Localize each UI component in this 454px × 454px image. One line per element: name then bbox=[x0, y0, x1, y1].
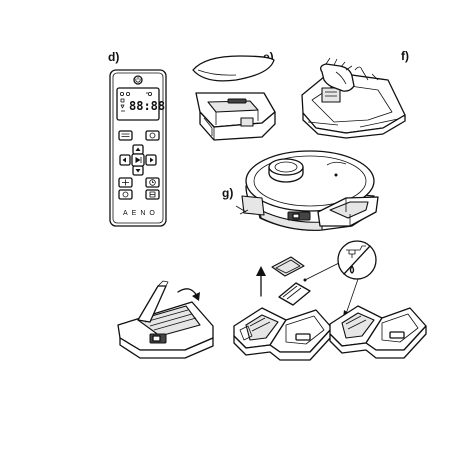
filter-removal bbox=[234, 257, 332, 360]
bin-filter-lid bbox=[118, 281, 213, 358]
hepa-filter bbox=[279, 283, 310, 305]
schedule-icon bbox=[146, 178, 159, 187]
side-wheel bbox=[242, 196, 264, 215]
label-f: f) bbox=[401, 49, 409, 63]
compartment bbox=[322, 88, 340, 102]
spot-clean-icon bbox=[146, 131, 159, 140]
no-water-icon bbox=[338, 241, 376, 279]
robot-base-with-hand bbox=[302, 58, 405, 138]
mop-pad-and-tank bbox=[193, 56, 275, 140]
remote-control: 88:88 bbox=[110, 70, 166, 226]
mop-pad bbox=[193, 56, 274, 81]
fan-speed-icon bbox=[119, 178, 132, 187]
remote-brand-logo: AENO bbox=[123, 210, 159, 217]
robot-vacuum bbox=[236, 151, 378, 230]
remote-display-digits: 88:88 bbox=[129, 99, 165, 113]
open-arrow-icon bbox=[178, 289, 197, 296]
power-icon bbox=[134, 76, 142, 84]
label-d: d) bbox=[108, 50, 119, 64]
label-g: g) bbox=[222, 186, 233, 200]
home-icon bbox=[119, 131, 132, 140]
